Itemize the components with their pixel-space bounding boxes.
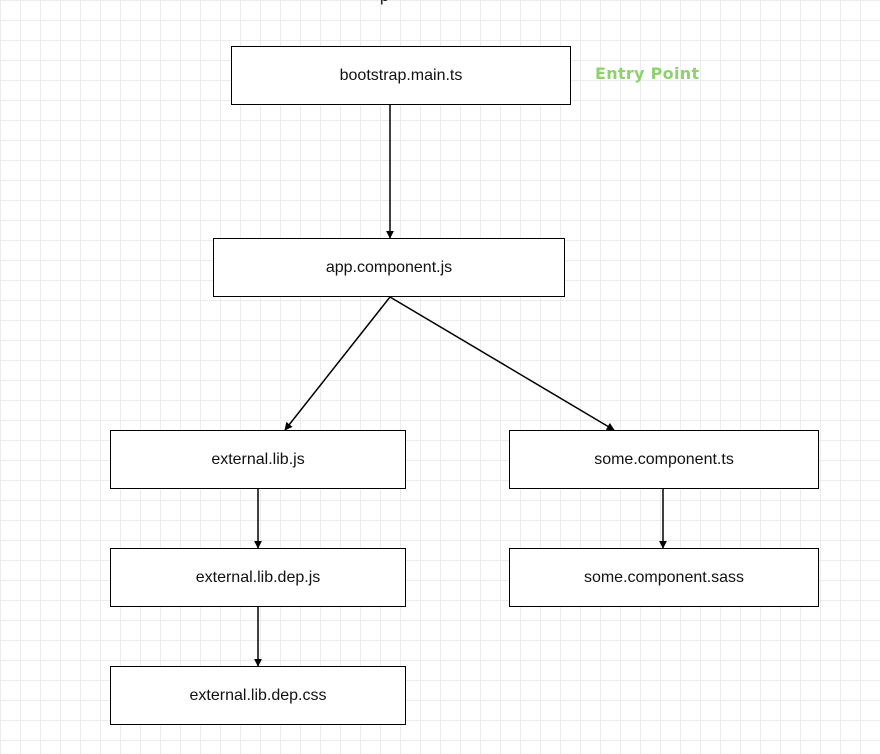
clipped-top-text: p: [380, 0, 389, 6]
node-label: some.component.sass: [583, 568, 745, 586]
node-external-lib-dep-js[interactable]: external.lib.dep.js: [110, 548, 406, 607]
node-label: external.lib.js: [211, 450, 305, 468]
node-external-lib-js[interactable]: external.lib.js: [110, 430, 406, 489]
node-some-component-ts[interactable]: some.component.ts: [509, 430, 819, 489]
node-app-component-js[interactable]: app.component.js: [213, 238, 565, 297]
node-label: external.lib.dep.js: [195, 568, 321, 586]
node-external-lib-dep-css[interactable]: external.lib.dep.css: [110, 666, 406, 725]
node-label: bootstrap.main.ts: [339, 66, 463, 84]
entry-point-annotation: Entry Point: [595, 64, 700, 83]
node-bootstrap-main-ts[interactable]: bootstrap.main.ts: [231, 46, 571, 105]
node-label: app.component.js: [325, 258, 453, 276]
node-label: some.component.ts: [594, 450, 734, 468]
node-some-component-sass[interactable]: some.component.sass: [509, 548, 819, 607]
node-label: external.lib.dep.css: [189, 686, 327, 704]
edge-app-to-external-lib: [284, 296, 391, 431]
edge-app-to-some-component: [389, 296, 615, 431]
